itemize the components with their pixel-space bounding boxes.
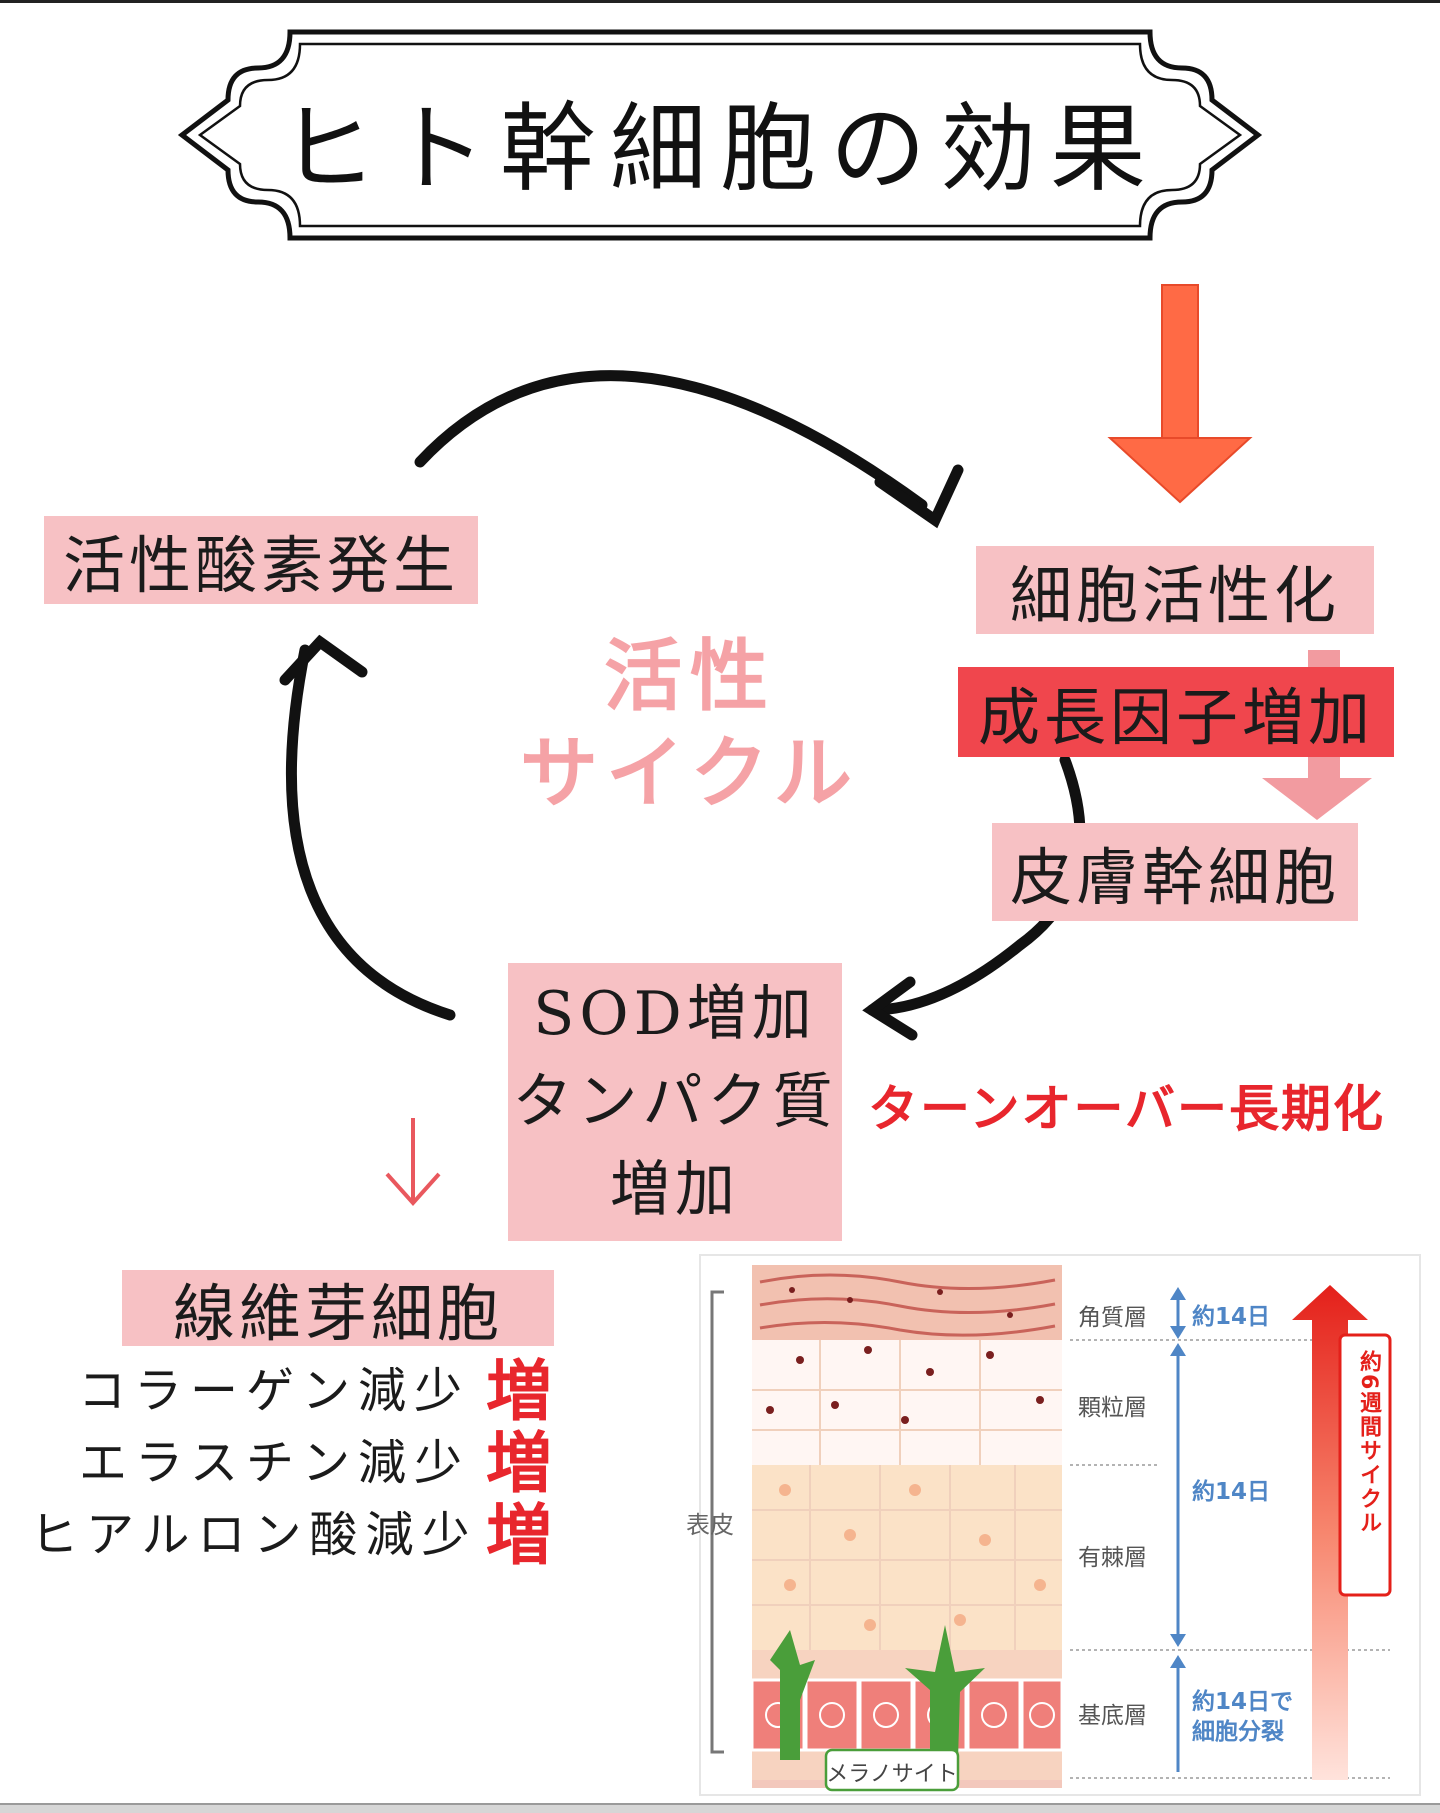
layer-label-stratum-basale: 基底層: [1078, 1703, 1147, 1729]
duration-basal: 約14日で: [1192, 1689, 1294, 1715]
effect-row-elastin: エラスチン減少 増: [30, 1422, 590, 1502]
top-border: [0, 0, 1440, 3]
increase-mark: 増: [486, 1496, 552, 1574]
down-arrow-small: [385, 1118, 441, 1206]
sod-line2: タンパク質: [512, 1067, 838, 1137]
increase-mark: 増: [486, 1352, 552, 1430]
page-title: ヒト幹細胞の効果: [280, 92, 1160, 205]
cycle-center-title: 活性 サイクル: [470, 615, 910, 835]
cell-activation-label: 細胞活性化: [976, 546, 1374, 634]
layer-label-stratum-spinosum: 有棘層: [1078, 1545, 1147, 1571]
epidermis-label: 表皮: [686, 1511, 734, 1539]
cycle-center-line2: サイクル: [519, 728, 861, 819]
layer-label-stratum-corneum: 角質層: [1078, 1305, 1147, 1331]
turnover-label: ターンオーバー長期化: [868, 1079, 1385, 1138]
title-frame: [177, 29, 1263, 241]
skin-diagram: [699, 1254, 1421, 1796]
fibroblast-label: 線維芽細胞: [122, 1270, 554, 1350]
down-arrow-large: [1107, 284, 1253, 504]
effect-row-collagen: コラーゲン減少 増: [30, 1350, 590, 1430]
duration-corneum: 約14日: [1192, 1304, 1271, 1330]
effect-text: エラスチン減少: [78, 1435, 470, 1491]
six-week-cycle-label: 約6週間サイクル: [1356, 1350, 1381, 1536]
effect-text: ヒアルロン酸減少: [30, 1507, 478, 1563]
effect-row-hyaluronic: ヒアルロン酸減少 増: [30, 1494, 590, 1574]
cell-division-label: 細胞分裂: [1192, 1719, 1284, 1745]
layer-label-stratum-granulosum: 顆粒層: [1078, 1395, 1147, 1421]
effect-text: コラーゲン減少: [77, 1363, 470, 1419]
melanocyte-label: メラノサイト: [826, 1762, 958, 1787]
sod-line1: SOD増加: [533, 979, 817, 1049]
cycle-arrows: [279, 370, 1086, 1041]
duration-spinosum: 約14日: [1192, 1479, 1271, 1505]
active-oxygen-label: 活性酸素発生: [44, 516, 478, 604]
six-week-arrow: [1292, 1285, 1368, 1780]
fibroblast-effects: コラーゲン減少 増 エラスチン減少 増 ヒアルロン酸減少 増: [30, 1350, 590, 1574]
skin-stem-cell-label: 皮膚幹細胞: [992, 823, 1358, 921]
sod-line3: 増加: [610, 1155, 740, 1225]
cycle-center-line1: 活性: [603, 630, 776, 722]
growth-factor-label: 成長因子増加: [958, 667, 1394, 757]
sod-protein-box: SOD増加 タンパク質 増加: [508, 963, 842, 1241]
bottom-border: [0, 1803, 1440, 1813]
increase-mark: 増: [486, 1424, 552, 1502]
